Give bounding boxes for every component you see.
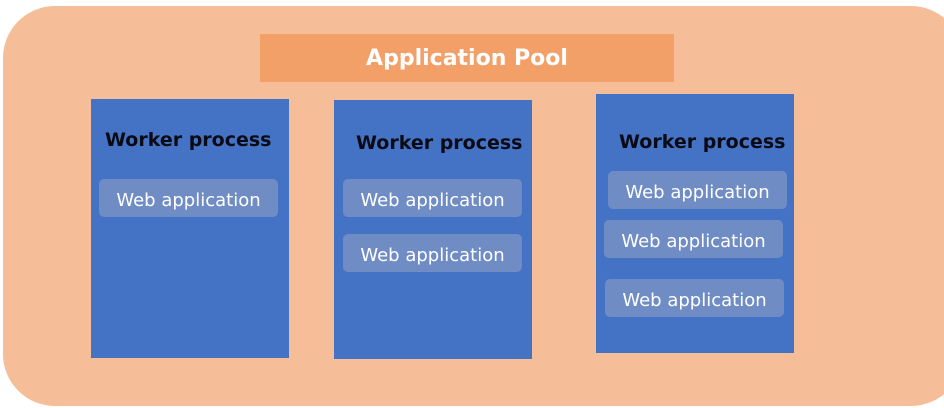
worker-process-2 [334,100,532,359]
worker-process-3-title: Worker process [619,131,786,153]
worker-process-1-title: Worker process [105,129,272,151]
application-pool-title: Application Pool [260,34,674,82]
worker-3-web-application-2: Web application [604,220,783,258]
worker-process-1 [91,99,289,358]
worker-2-web-application-1: Web application [343,179,522,217]
worker-2-web-application-2: Web application [343,234,522,272]
worker-1-web-application-1: Web application [99,179,278,217]
worker-3-web-application-1: Web application [608,171,787,209]
worker-process-2-title: Worker process [356,132,523,154]
worker-3-web-application-3: Web application [605,279,784,317]
